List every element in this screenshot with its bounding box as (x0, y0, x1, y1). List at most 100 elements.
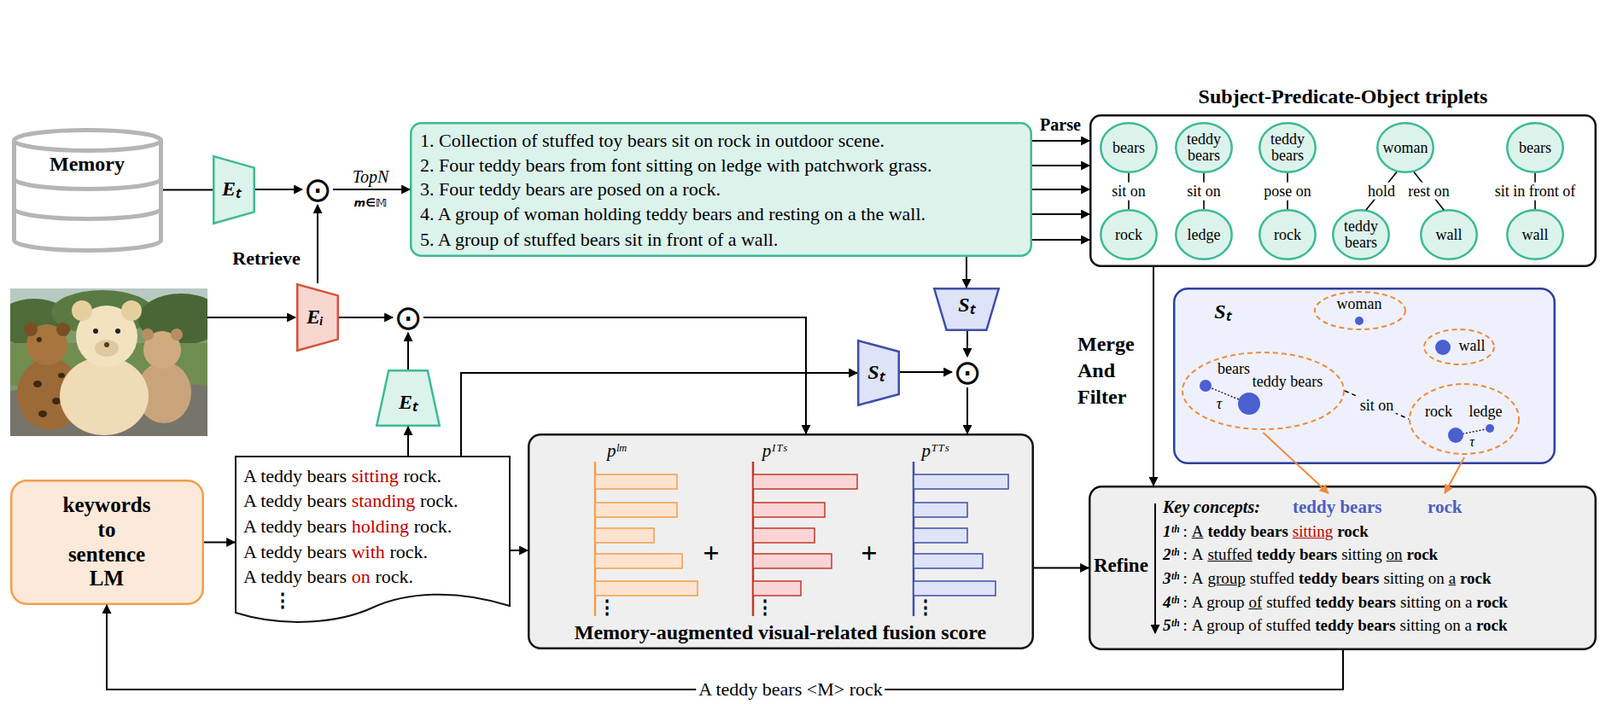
free-label: Retrieve (232, 247, 300, 269)
entity-circle-outline (1100, 122, 1157, 173)
embedding-space-outline (1173, 288, 1555, 464)
row-text: rock (1407, 545, 1439, 564)
score-bars-tts (913, 474, 1009, 490)
row-text: sitting (1341, 545, 1383, 564)
node-text: 3. Four teddy bears are posed on a rock. (420, 178, 721, 200)
triplet-panel-outline (1090, 115, 1596, 267)
connector (1032, 140, 1090, 142)
concept-cluster: woman (1313, 291, 1407, 331)
node-text: Memory (49, 152, 125, 177)
node-text: 1. Collection of stuffed toy bears sit o… (420, 129, 885, 152)
entity-circle: rock (1258, 209, 1317, 261)
node-text: Eₜ (398, 391, 418, 415)
photo-teddy-bears (121, 300, 142, 322)
text-row: 1ᵗʰ:Ateddy bearssittingrock (1162, 522, 1373, 542)
entity-circle-outline (1377, 122, 1434, 173)
row-text: rock. (420, 490, 459, 512)
concept-cluster-outline (1314, 291, 1406, 330)
sentence-encoder: Sₜ (857, 339, 900, 407)
row-text: teddy bears (1207, 522, 1288, 541)
row-text: rock (1476, 616, 1508, 635)
node-text: teddy bears (1177, 131, 1231, 164)
row-text: sitting (1292, 522, 1334, 541)
row-text: rock (1476, 593, 1508, 612)
row-text: : (1182, 616, 1187, 635)
refine-panel-outline (1089, 486, 1596, 650)
photo-teddy-bears (36, 337, 42, 343)
node-text: woman (1378, 140, 1432, 157)
entity-circle: bears (1099, 122, 1158, 174)
text-row: A teddy bearsstandingrock. (243, 490, 463, 512)
row-text: A (1191, 545, 1204, 564)
node-text: ⊙ (303, 172, 333, 207)
connector (204, 542, 235, 544)
row-text: on (1386, 545, 1403, 564)
photo-teddy-bears (58, 373, 65, 379)
connector (966, 331, 969, 357)
text-row: A teddy bearsholdingrock. (243, 515, 457, 538)
node-text: ledge (1469, 402, 1503, 421)
edge-label: rest on (1405, 181, 1453, 200)
text-encoder: Eₜ (375, 369, 441, 427)
node-text: Key concepts: (1162, 497, 1261, 518)
row-text: A group of stuffed (1191, 616, 1312, 635)
node-text: τ (1216, 395, 1222, 414)
embedding-points (1448, 427, 1464, 444)
dot-product: ⊙ (951, 356, 983, 388)
row-text: sitting on a (1400, 593, 1472, 612)
node-text: wall (1459, 337, 1486, 356)
row-text: rock. (390, 541, 429, 563)
node-text: wall (1422, 227, 1476, 244)
score-bars-tts (913, 502, 968, 518)
connector (1032, 164, 1090, 167)
row-text: rock. (414, 515, 453, 538)
connector (163, 189, 213, 192)
concept-cluster: wall (1423, 328, 1495, 366)
keyword-lm-box-outline (11, 480, 204, 605)
node-text: + (702, 536, 719, 570)
text-encoder: Eₜ (212, 155, 256, 225)
photo-teddy-bears (38, 410, 47, 418)
connector (407, 332, 409, 370)
row-text: 4ᵗʰ (1162, 593, 1180, 612)
edge-label: sit on (1357, 396, 1397, 415)
entity-circle: teddy bears (1258, 122, 1317, 174)
row-text: with (351, 541, 386, 563)
connector (965, 256, 968, 288)
entity-circle-outline (1506, 210, 1564, 260)
fusion-score-panel-outline (528, 434, 1034, 649)
edge-label: pose on (1261, 182, 1314, 201)
score-bars-lm (595, 528, 655, 544)
row-text: stuffed (1266, 593, 1311, 612)
connector (510, 549, 528, 552)
score-bars-its (753, 554, 832, 569)
row-text: : (1182, 522, 1187, 541)
connector (316, 204, 319, 284)
node-text: bears (1508, 140, 1562, 157)
dot-product: ⊙ (302, 174, 333, 205)
node-text: keywords to sentence LM (58, 493, 155, 592)
connector (966, 387, 969, 434)
image-encoder: Eᵢ (296, 283, 339, 352)
row-text: stuffed (1207, 545, 1252, 564)
dot-product: ⊙ (392, 302, 424, 333)
entity-circle-outline (1506, 122, 1564, 173)
node-text: rock (1261, 227, 1314, 244)
node-text: Sₜ (957, 293, 975, 318)
connector (899, 371, 952, 374)
connector (332, 188, 410, 191)
node-text: ⋮ (916, 596, 935, 619)
score-bars-tts (913, 554, 983, 569)
node-text: teddy bears (1334, 218, 1388, 252)
connector (1032, 239, 1090, 241)
node-text: woman (1337, 295, 1383, 314)
entity-circle-outline (1259, 210, 1316, 260)
score-bars-lm (595, 581, 698, 596)
photo-teddy-bears (141, 328, 154, 341)
node-text: Memory-augmented visual-related fusion s… (574, 621, 987, 646)
candidate-sentences-outline (235, 456, 510, 623)
photo-teddy-bears (59, 356, 149, 436)
score-bars-its (753, 581, 801, 596)
row-text: a (1448, 569, 1456, 588)
row-text: rock. (402, 465, 442, 487)
